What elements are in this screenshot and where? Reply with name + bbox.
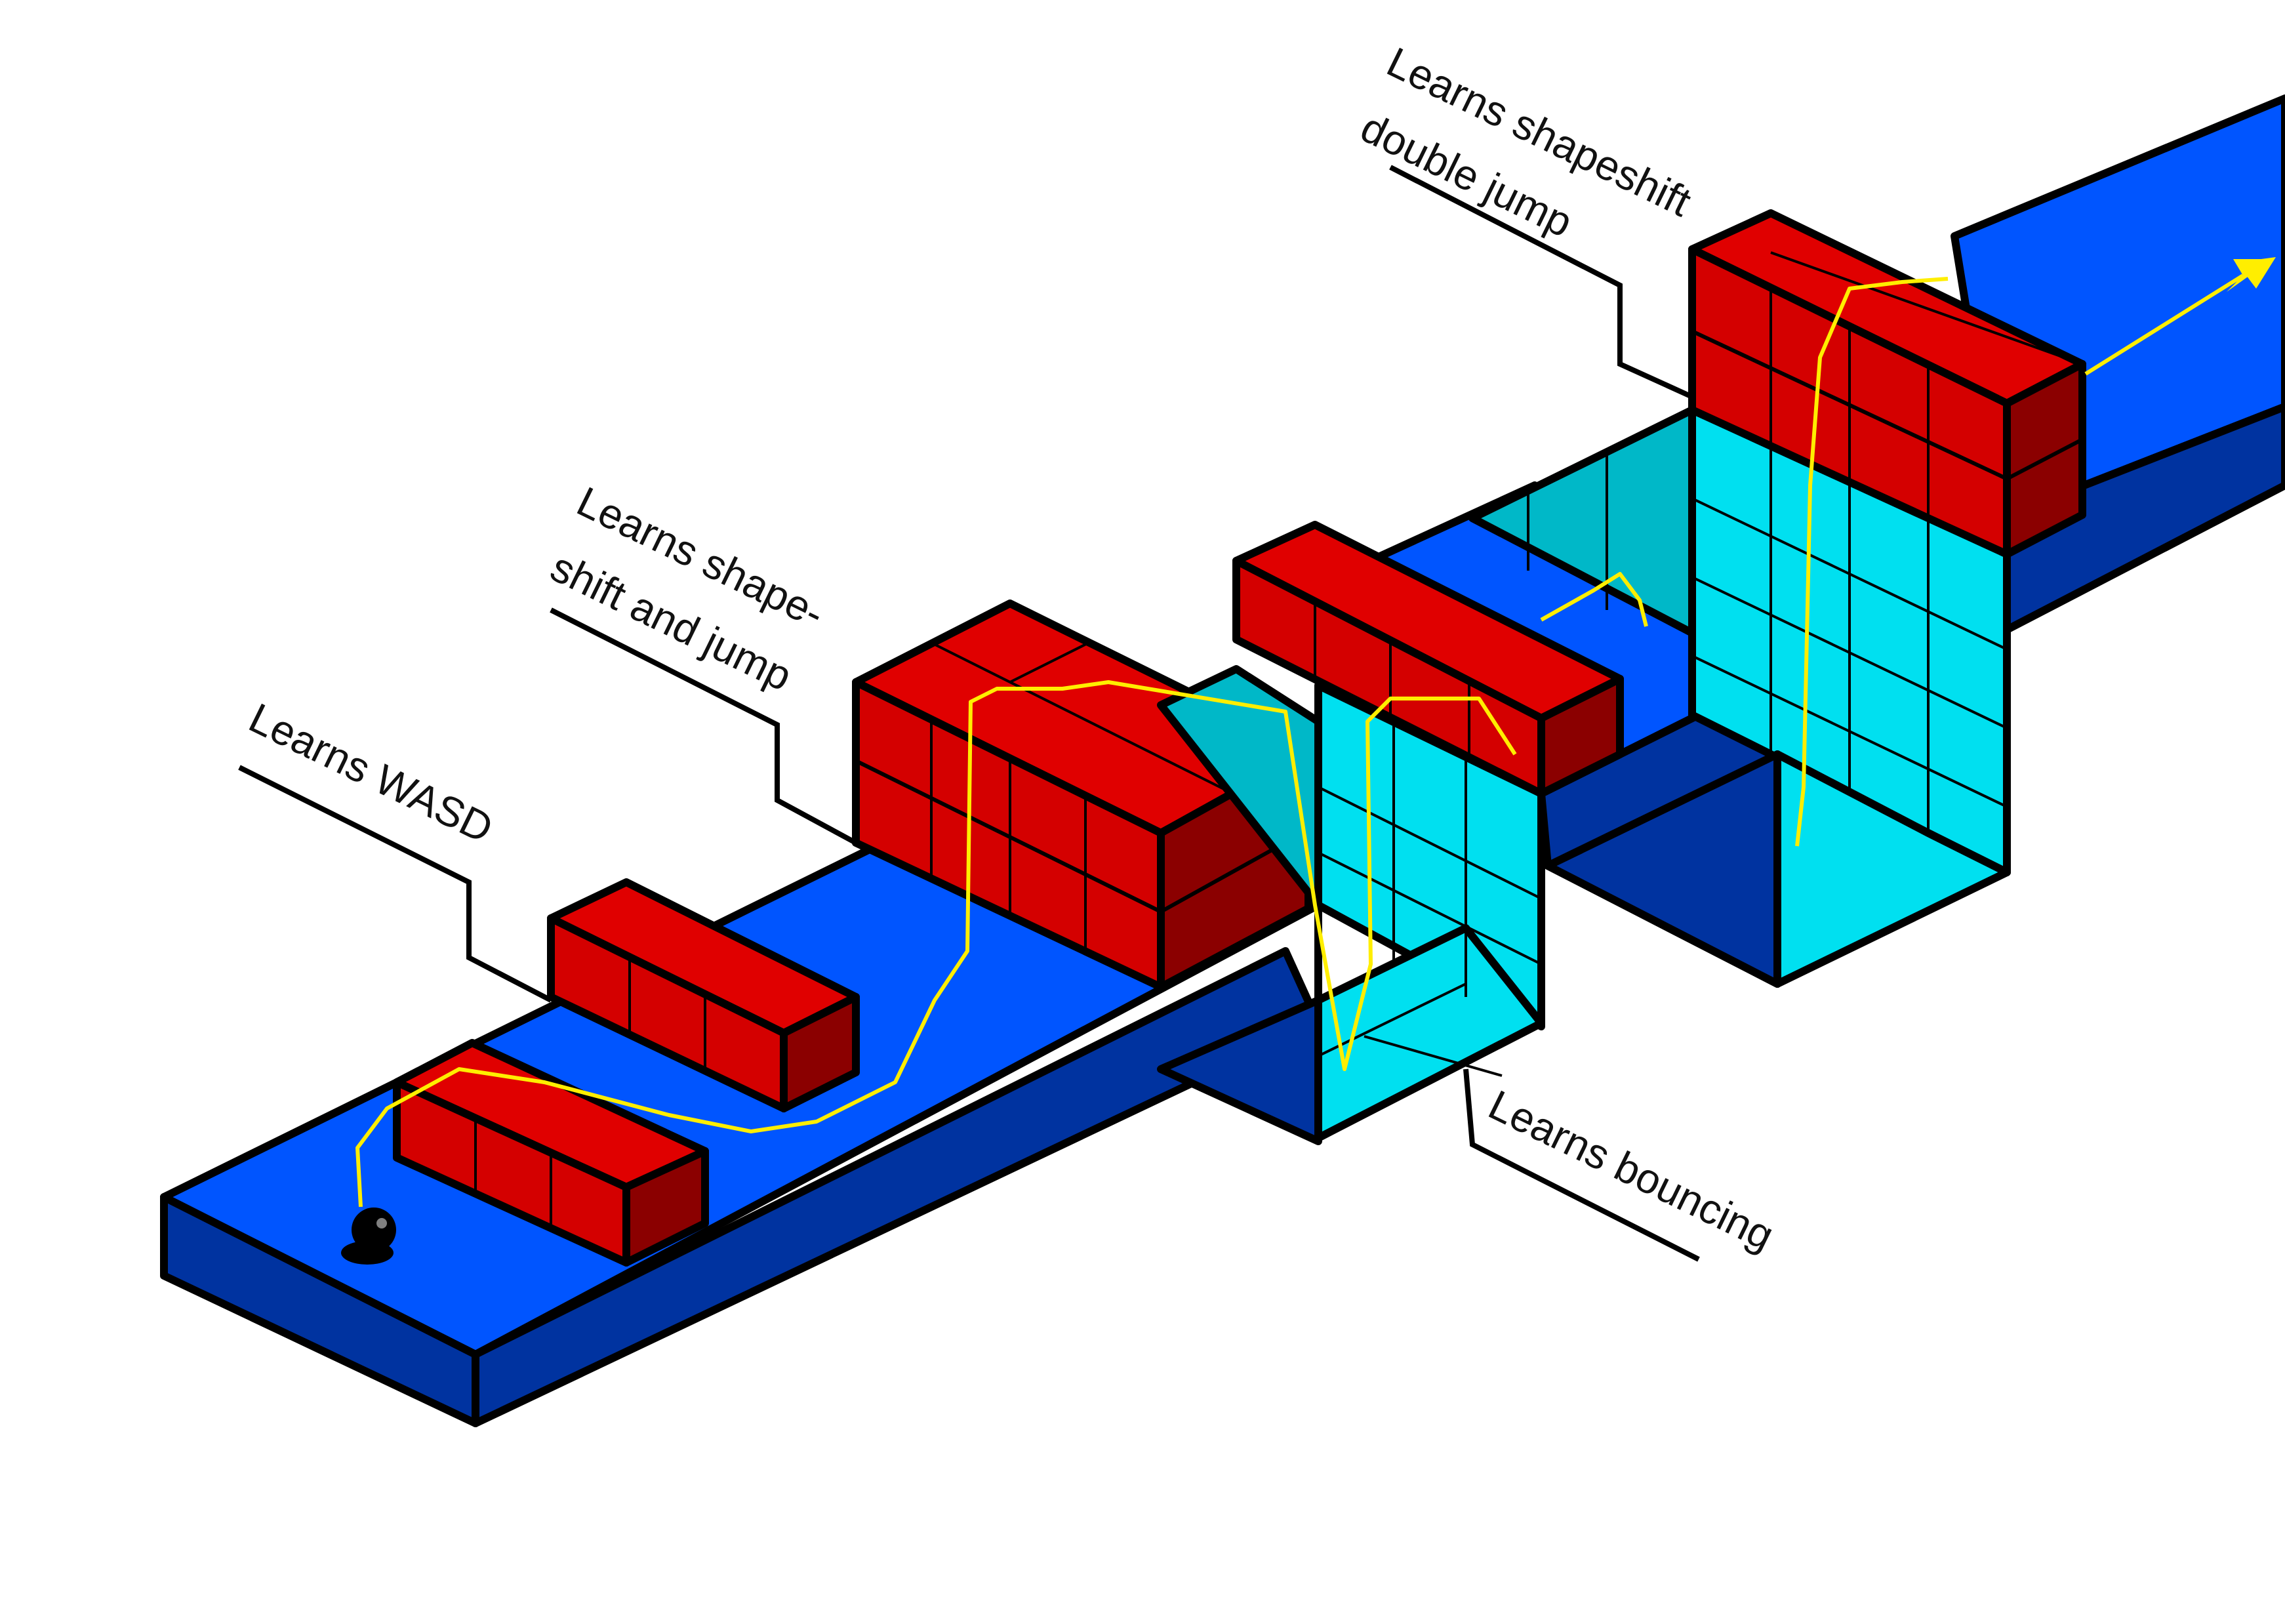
callout-wasd-leader <box>238 765 552 1003</box>
red-block-4 <box>1232 521 1624 798</box>
callout-bouncing-leader <box>1463 1068 1700 1262</box>
bounce-wall-1 <box>1157 665 1545 1145</box>
red-block-2-side <box>780 993 860 1112</box>
path-segment-4 <box>2084 274 2244 376</box>
arrow-icon <box>2236 257 2276 289</box>
red-block-2 <box>547 878 860 1112</box>
path-segment-3 <box>1795 277 1949 847</box>
path-segment-2 <box>1540 572 1648 627</box>
red-block-1 <box>393 1039 709 1267</box>
callout-wasd-label: Learns WASD <box>242 694 500 852</box>
callout-shapeshift-leader <box>550 607 857 845</box>
path-segment-1 <box>355 680 1517 1208</box>
callout-wasd: Learns WASD <box>238 694 552 1003</box>
callout-shapeshift-jump: Learns shape- shift and jump <box>544 477 857 845</box>
red-block-1-side <box>622 1147 709 1267</box>
red-block-5 <box>1688 209 2086 558</box>
callout-bouncing: Learns bouncing <box>1463 1068 1781 1262</box>
red-block-4-side <box>1537 675 1624 798</box>
player-ball-icon <box>341 1208 396 1265</box>
callout-double-jump: Learns shapeshift double jump <box>1354 38 1699 399</box>
callout-double-jump-leader <box>1389 165 1693 399</box>
player-path <box>355 274 2244 1208</box>
bounce-wall-2 <box>1468 406 2011 988</box>
